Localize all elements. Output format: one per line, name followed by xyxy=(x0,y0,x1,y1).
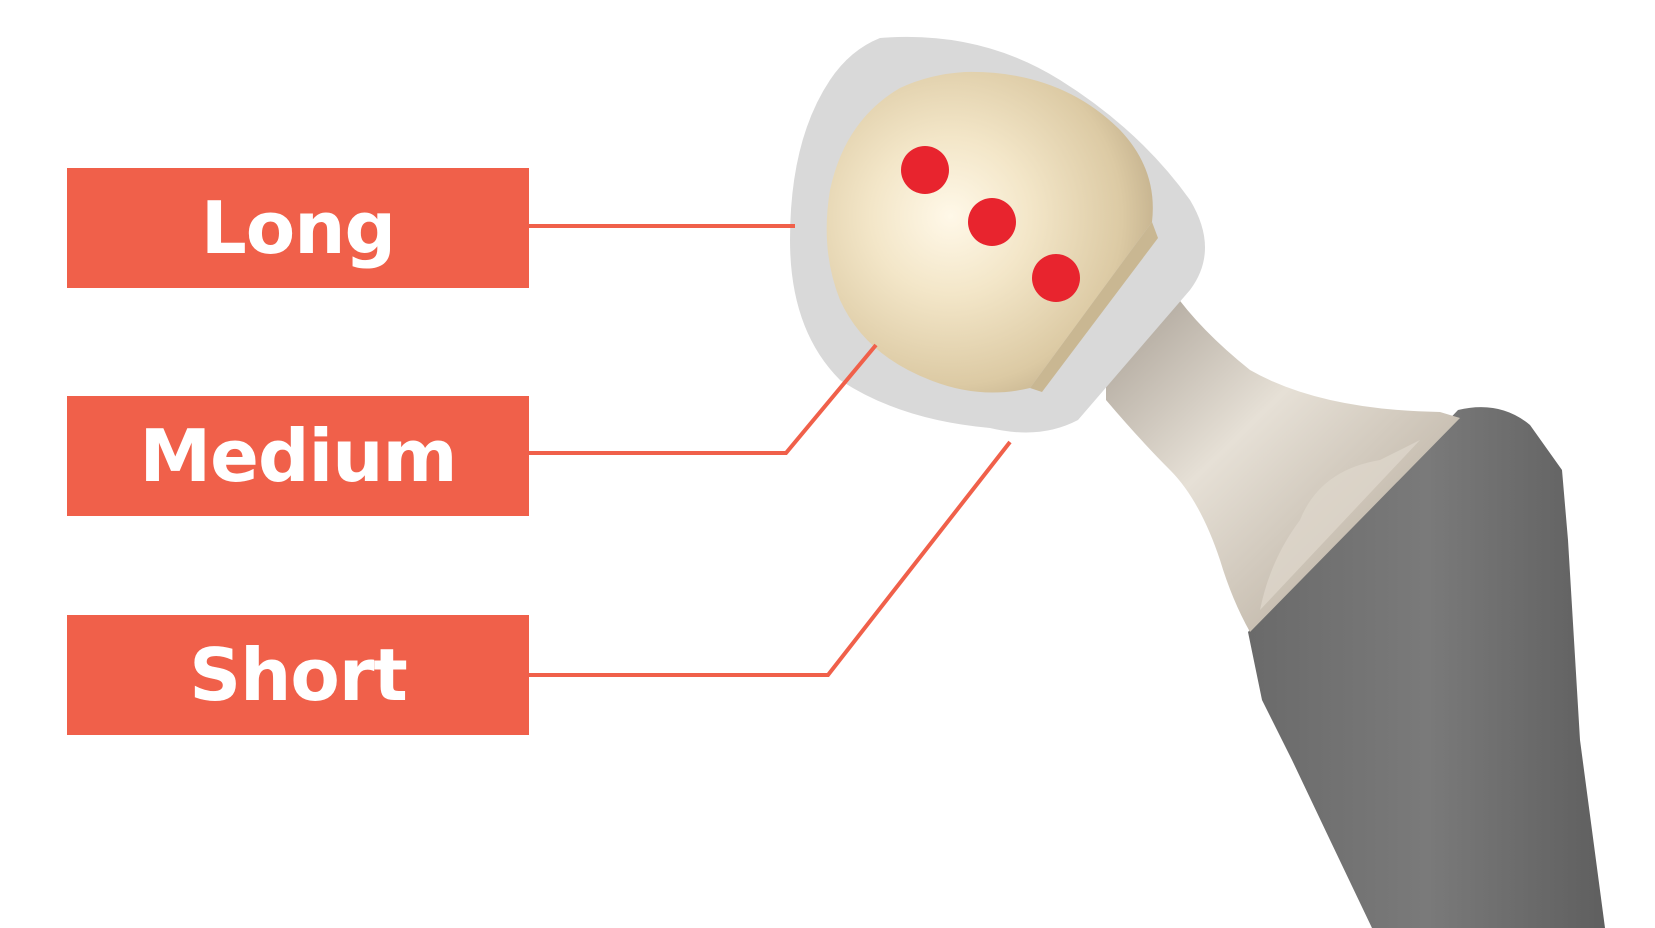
short-label: Short xyxy=(67,615,529,735)
long-marker-dot xyxy=(901,146,949,194)
medium-leader-line xyxy=(529,343,878,455)
head-cut-face xyxy=(1030,222,1158,392)
short-marker-dot xyxy=(1032,254,1080,302)
stem-body xyxy=(1248,407,1605,928)
medium-marker-dot xyxy=(968,198,1016,246)
neck-highlight xyxy=(1260,440,1420,610)
long-label-text: Long xyxy=(200,186,396,270)
stem-neck xyxy=(1106,290,1460,632)
long-label: Long xyxy=(67,168,529,288)
medium-label: Medium xyxy=(67,396,529,516)
short-label-text: Short xyxy=(189,633,408,717)
medium-label-text: Medium xyxy=(139,414,458,498)
short-leader-line xyxy=(529,440,1012,677)
